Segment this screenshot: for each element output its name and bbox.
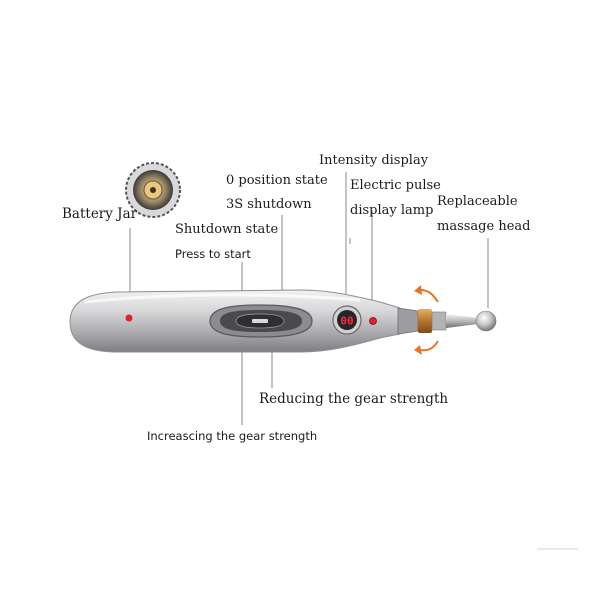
- label-press-to-start: Press to start: [175, 247, 251, 261]
- label-replaceable: Replaceable: [437, 194, 518, 209]
- leader-lines: [129, 172, 489, 425]
- battery-indicator-dot: [125, 314, 133, 322]
- rotation-arrow-top: [419, 289, 439, 303]
- label-massage-head: massage head: [437, 219, 531, 234]
- label-electric-pulse: Electric pulse: [350, 178, 441, 193]
- battery-jar-inset: [125, 162, 181, 218]
- label-shutdown-state: Shutdown state: [175, 222, 279, 237]
- control-button-pad[interactable]: [209, 304, 313, 338]
- label-increasing-gear: Increascing the gear strength: [147, 429, 318, 443]
- label-intensity-display: Intensity display: [319, 153, 429, 168]
- rotation-arrows: [419, 289, 439, 352]
- label-display-lamp: display lamp: [350, 203, 434, 218]
- label-position-state: 0 position state: [226, 173, 328, 188]
- label-battery-jar: Battery Jar: [62, 206, 138, 222]
- label-reducing-gear: Reducing the gear strength: [259, 391, 449, 407]
- rotation-arrow-bottom: [419, 340, 439, 352]
- intensity-display: 00: [332, 305, 362, 335]
- label-3s-shutdown: 3S shutdown: [226, 197, 312, 212]
- pulse-display-lamp: [369, 317, 377, 325]
- gold-ring: [418, 309, 432, 333]
- svg-text:00: 00: [340, 315, 353, 328]
- arrow-head-top: [414, 285, 422, 295]
- arrow-head-bottom: [414, 345, 422, 355]
- massage-head: [397, 307, 497, 335]
